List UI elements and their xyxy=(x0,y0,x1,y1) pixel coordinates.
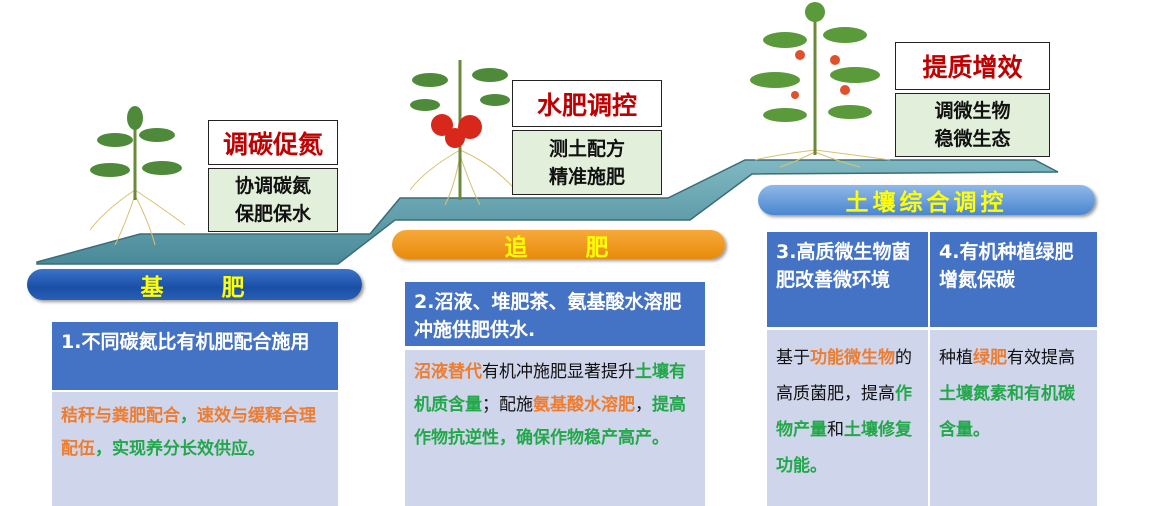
rich-text: ，实现养分长效供应。 xyxy=(95,439,265,459)
rich-text: 土壤氮素和有机碳含量。 xyxy=(939,384,1075,440)
stage-title-2: 水肥调控 xyxy=(512,80,662,127)
stage-title-1: 调碳促氮 xyxy=(208,120,338,165)
rich-text: 土壤有机质含量 xyxy=(414,362,686,415)
rich-text: 速效与缓释合理配伍 xyxy=(61,406,316,459)
stage-subtitle-3: 调微生物稳微生态 xyxy=(895,93,1050,157)
seedling-plant-icon xyxy=(89,106,186,246)
sub-line: 调微生物 xyxy=(934,100,1011,122)
rich-text: 和 xyxy=(827,420,844,440)
box1-body: 秸秆与粪肥配合，速效与缓释合理配伍，实现养分长效供应。 xyxy=(52,392,338,506)
rich-text: ；配施 xyxy=(482,395,533,415)
sub-line: 保肥保水 xyxy=(234,203,311,225)
stage-pill-base-fertilizer: 基 肥 xyxy=(27,269,362,301)
mature-tomato-plant-icon xyxy=(750,2,891,168)
stage-title-3: 提质增效 xyxy=(895,42,1050,90)
sub-line: 稳微生态 xyxy=(934,128,1011,150)
box1-header: 1.不同碳氮比有机肥配合施用 xyxy=(52,322,338,390)
box4-body: 种植绿肥有效提高土壤氮素和有机碳含量。 xyxy=(930,330,1097,506)
stage-pill-topdressing: 追 肥 xyxy=(392,230,725,261)
rich-text: 氨基酸水溶肥 xyxy=(533,395,635,415)
sub-line: 协调碳氮 xyxy=(234,175,311,197)
box2-body: 沼液替代有机冲施肥显著提升土壤有机质含量；配施氨基酸水溶肥，提高作物抗逆性，确保… xyxy=(405,350,705,506)
box4-header: 4.有机种植绿肥增氮保碳 xyxy=(930,232,1097,327)
stage-subtitle-2: 测土配方精准施肥 xyxy=(512,130,662,195)
rich-text: 的高质菌肥，提高 xyxy=(776,348,912,404)
rich-text: 秸秆与粪肥配合 xyxy=(61,406,180,426)
rich-text: 种植 xyxy=(939,348,973,368)
rich-text: 基于 xyxy=(776,348,810,368)
sub-line: 精准施肥 xyxy=(548,165,625,188)
tomato-plant-icon xyxy=(409,60,521,206)
box2-header: 2.沼液、堆肥茶、氨基酸水溶肥冲施供肥供水. xyxy=(405,282,705,346)
rich-text: 有机冲施肥显著提升 xyxy=(482,362,635,382)
stage-pill-soil-regulation: 土壤综合调控 xyxy=(758,185,1095,216)
rich-text: 提高作物抗逆性，确保作物稳产高产。 xyxy=(414,395,686,448)
rich-text: 有效提高 xyxy=(1007,348,1075,368)
rich-text: 绿肥 xyxy=(973,348,1007,368)
rich-text: 作物产量 xyxy=(776,384,912,440)
platform-steps xyxy=(36,159,1059,265)
sub-line: 测土配方 xyxy=(548,137,625,160)
rich-text: 土壤修复功能。 xyxy=(776,420,912,476)
rich-text: 沼液替代 xyxy=(414,362,482,382)
box3-body: 基于功能微生物的高质菌肥，提高作物产量和土壤修复功能。 xyxy=(767,330,928,506)
stage-subtitle-1: 协调碳氮保肥保水 xyxy=(208,168,338,232)
rich-text: ， xyxy=(635,395,652,415)
rich-text: ， xyxy=(180,406,197,426)
box3-header: 3.高质微生物菌肥改善微环境 xyxy=(767,232,928,327)
rich-text: 功能微生物 xyxy=(810,348,895,368)
